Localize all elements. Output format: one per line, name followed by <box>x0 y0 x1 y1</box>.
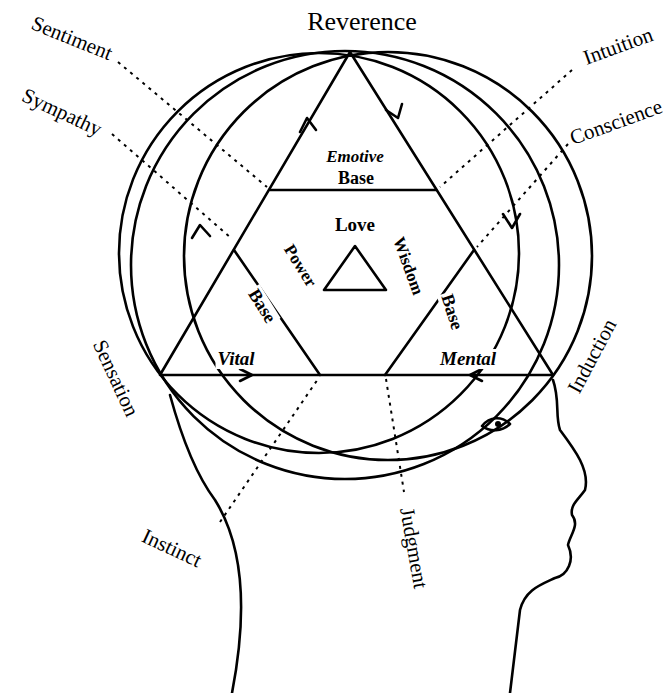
leader-line <box>118 62 267 187</box>
eye-pupil <box>495 421 501 427</box>
arrowhead <box>470 369 482 381</box>
base-label: Base <box>243 284 280 328</box>
aspect-label: Wisdom <box>389 233 428 299</box>
base-label: Base <box>437 290 467 334</box>
vertex-label: Reverence <box>305 8 419 35</box>
leader-line <box>477 144 568 247</box>
eye <box>482 418 510 430</box>
faculty-label: Intuition <box>578 23 657 70</box>
leader-line <box>220 379 318 522</box>
arrowhead <box>240 369 252 381</box>
faculty-label: Conscience <box>565 94 667 149</box>
left-circle <box>119 53 519 453</box>
outer-circle <box>131 51 559 479</box>
leader-line <box>112 134 231 238</box>
face-profile <box>510 380 586 693</box>
inner-triangle <box>324 246 386 290</box>
faculty-label: Sympathy <box>17 83 107 141</box>
base-label: Mental <box>438 349 498 369</box>
arrowhead <box>386 104 402 118</box>
base-label: Emotive <box>324 148 386 166</box>
aspect-label: Power <box>279 240 321 292</box>
faculty-label: Judgment <box>396 504 433 592</box>
hexagon-edge <box>270 189 436 192</box>
arrowhead <box>503 214 520 228</box>
center-label: Love <box>333 215 377 235</box>
large-triangle <box>160 52 553 375</box>
arrowhead <box>300 118 316 132</box>
leader-line <box>386 379 404 492</box>
faculty-label: Sentiment <box>27 11 118 65</box>
arrowhead <box>192 225 210 238</box>
vertex-label: Sensation <box>88 335 144 422</box>
base-label: Base <box>336 169 376 188</box>
vertex-label: Induction <box>562 314 621 399</box>
base-label: Vital <box>216 349 257 369</box>
leader-line <box>440 70 572 187</box>
faculty-label: Instinct <box>137 524 207 572</box>
